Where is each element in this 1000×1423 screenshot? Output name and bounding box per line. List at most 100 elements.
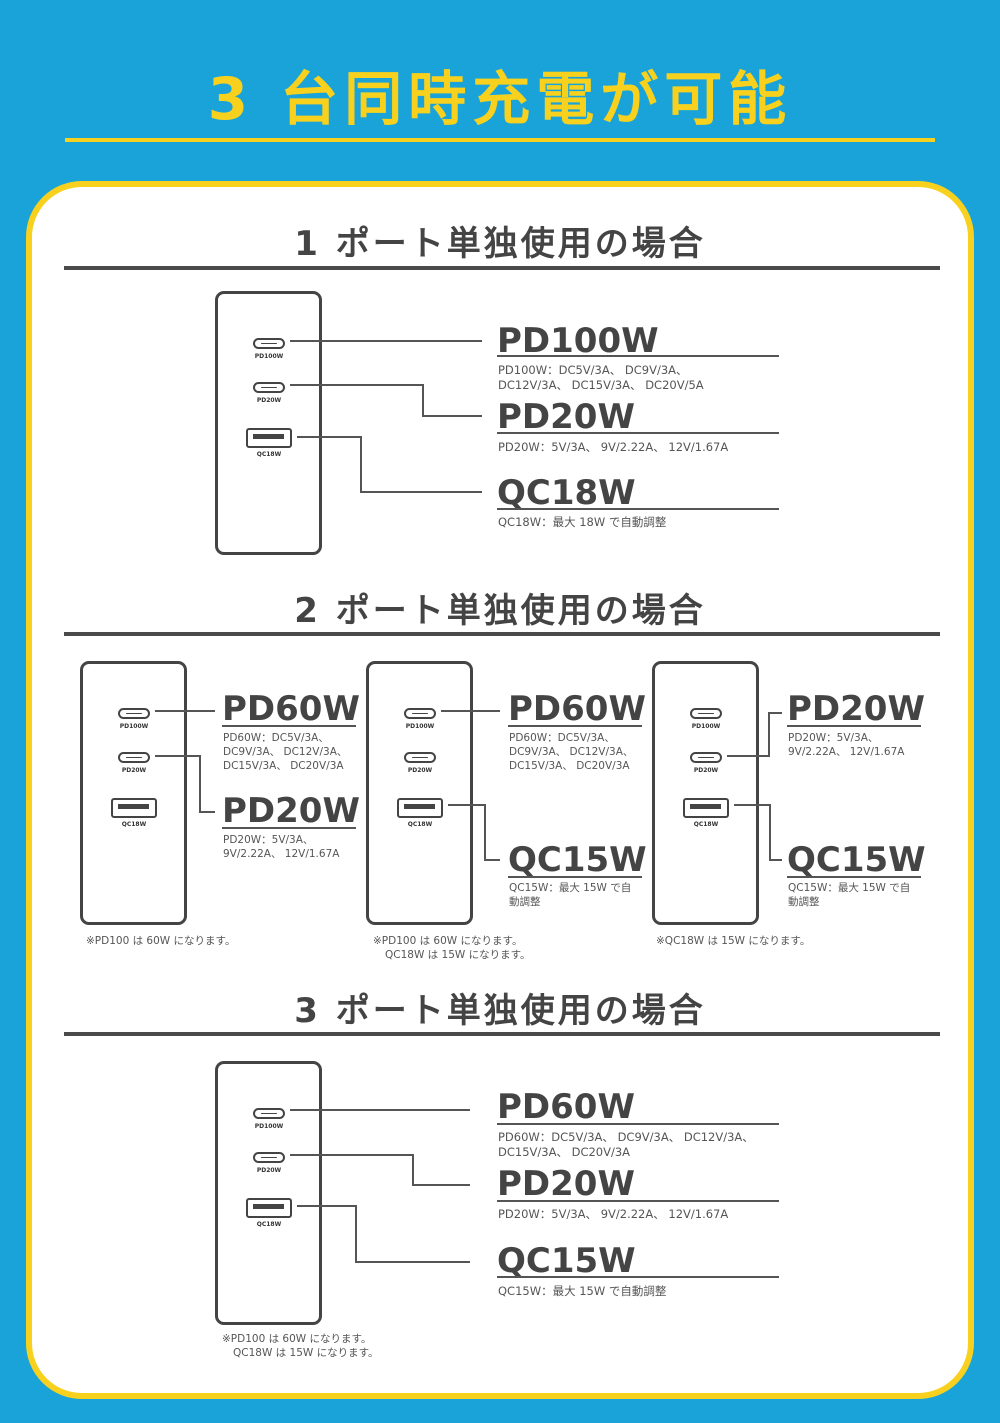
output-spec-line: PD60W：DC5V/3A、	[509, 732, 615, 744]
section-1-rule	[64, 266, 940, 270]
section-3-rule	[64, 1032, 940, 1036]
connector-line	[199, 755, 201, 813]
usb-c-port-icon	[118, 708, 150, 719]
connector-line	[355, 1205, 357, 1263]
output-label-qc15w: QC15W	[508, 840, 647, 880]
output-spec-line: QC18W：最大 18W で自動調整	[498, 515, 667, 529]
port-label-qc18w: QC18W	[693, 821, 719, 828]
output-label-qc15w: QC15W	[787, 840, 926, 880]
port-label-pd20w: PD20W	[407, 767, 433, 774]
port-label-qc18w: QC18W	[121, 821, 147, 828]
port-label-pd100w: PD100W	[254, 1123, 284, 1130]
output-label-pd20w: PD20W	[497, 1164, 635, 1204]
port-label-pd20w: PD20W	[693, 767, 719, 774]
output-spec-line: PD20W：5V/3A、 9V/2.22A、 12V/1.67A	[498, 440, 729, 454]
charger-device: PD100W PD20W QC18W	[652, 661, 759, 925]
output-spec-line: QC15W：最大 15W で自動調整	[498, 1284, 667, 1298]
port-label-pd100w: PD100W	[691, 723, 721, 730]
connector-line	[297, 436, 361, 438]
output-spec-line: DC15V/3A、 DC20V/3A	[509, 760, 630, 772]
output-label-qc15w: QC15W	[497, 1241, 636, 1281]
output-spec-line: 動調整	[509, 896, 541, 908]
output-spec-line: PD20W：5V/3A、	[788, 732, 879, 744]
output-spec-line: 動調整	[788, 896, 820, 908]
connector-line	[355, 1261, 470, 1263]
output-label-pd60w: PD60W	[497, 1087, 635, 1127]
port-label-pd20w: PD20W	[256, 397, 282, 404]
section-2-heading: 2 ポート単独使用の場合	[294, 591, 706, 631]
output-underline	[497, 1200, 779, 1202]
output-spec-line: 9V/2.22A、 12V/1.67A	[788, 746, 905, 758]
footnote: QC18W は 15W になります。	[233, 1347, 379, 1359]
output-spec-line: PD20W：5V/3A、	[223, 834, 314, 846]
output-spec-line: QC15W：最大 15W で自	[788, 882, 911, 894]
footnote: ※PD100 は 60W になります。	[222, 1333, 372, 1345]
port-label-pd20w: PD20W	[121, 767, 147, 774]
output-spec-line: PD60W：DC5V/3A、 DC9V/3A、 DC12V/3A、	[498, 1130, 754, 1144]
charger-device: PD100W PD20W QC18W	[80, 661, 187, 925]
usb-c-port-icon	[690, 708, 722, 719]
port-label-pd100w: PD100W	[405, 723, 435, 730]
connector-line	[199, 811, 215, 813]
footnote: ※PD100 は 60W になります。	[86, 935, 236, 947]
usb-c-port-icon	[253, 1108, 285, 1119]
connector-line	[155, 710, 215, 712]
footnote: ※QC18W は 15W になります。	[656, 935, 811, 947]
port-label-pd100w: PD100W	[254, 353, 284, 360]
output-spec-line: PD20W：5V/3A、 9V/2.22A、 12V/1.67A	[498, 1207, 729, 1221]
output-label-pd60w: PD60W	[508, 689, 646, 729]
usb-a-port-icon	[246, 1198, 292, 1218]
output-label-qc18w: QC18W	[497, 473, 636, 513]
connector-line	[360, 491, 482, 493]
output-spec-line: QC15W：最大 15W で自	[509, 882, 632, 894]
connector-line	[290, 340, 482, 342]
section-2-rule	[64, 632, 940, 636]
connector-line	[290, 1109, 470, 1111]
footnote: ※PD100 は 60W になります。	[373, 935, 523, 947]
charger-device: PD100W PD20W QC18W	[215, 1061, 322, 1325]
port-label-qc18w: QC18W	[256, 1221, 282, 1228]
output-underline	[222, 725, 356, 727]
output-spec-line: DC12V/3A、 DC15V/3A、 DC20V/5A	[498, 378, 704, 392]
output-spec-line: DC9V/3A、 DC12V/3A、	[509, 746, 634, 758]
usb-a-port-icon	[246, 428, 292, 448]
connector-line	[412, 1154, 414, 1186]
connector-line	[155, 755, 201, 757]
output-spec-line: 9V/2.22A、 12V/1.67A	[223, 848, 340, 860]
output-underline	[497, 1123, 779, 1125]
charger-device: PD100W PD20W QC18W	[366, 661, 473, 925]
output-spec-line: DC15V/3A、 DC20V/3A	[498, 1145, 631, 1159]
output-label-pd100w: PD100W	[497, 321, 659, 361]
connector-line	[769, 859, 782, 861]
usb-c-port-icon	[253, 382, 285, 393]
output-spec-line: DC15V/3A、 DC20V/3A	[223, 760, 344, 772]
charger-device: PD100W PD20W QC18W	[215, 291, 322, 555]
usb-a-port-icon	[683, 798, 729, 818]
usb-c-port-icon	[690, 752, 722, 763]
output-spec-line: PD100W：DC5V/3A、 DC9V/3A、	[498, 363, 688, 377]
output-underline	[787, 725, 921, 727]
port-label-pd20w: PD20W	[256, 1167, 282, 1174]
output-spec-line: DC9V/3A、 DC12V/3A、	[223, 746, 348, 758]
footnote: QC18W は 15W になります。	[385, 949, 531, 961]
connector-line	[412, 1184, 470, 1186]
usb-c-port-icon	[253, 338, 285, 349]
usb-c-port-icon	[118, 752, 150, 763]
output-underline	[222, 827, 356, 829]
connector-line	[768, 712, 770, 757]
connector-line	[290, 384, 424, 386]
output-label-pd20w: PD20W	[787, 689, 925, 729]
connector-line	[484, 804, 486, 861]
output-underline	[508, 725, 642, 727]
connector-line	[734, 804, 771, 806]
connector-line	[297, 1205, 357, 1207]
connector-line	[769, 804, 771, 861]
connector-line	[290, 1154, 414, 1156]
page-title: 3 台同時充電が可能	[207, 65, 793, 133]
output-underline	[508, 876, 642, 878]
output-label-pd60w: PD60W	[222, 689, 360, 729]
usb-c-port-icon	[404, 752, 436, 763]
connector-line	[441, 710, 500, 712]
usb-c-port-icon	[404, 708, 436, 719]
connector-line	[727, 755, 770, 757]
